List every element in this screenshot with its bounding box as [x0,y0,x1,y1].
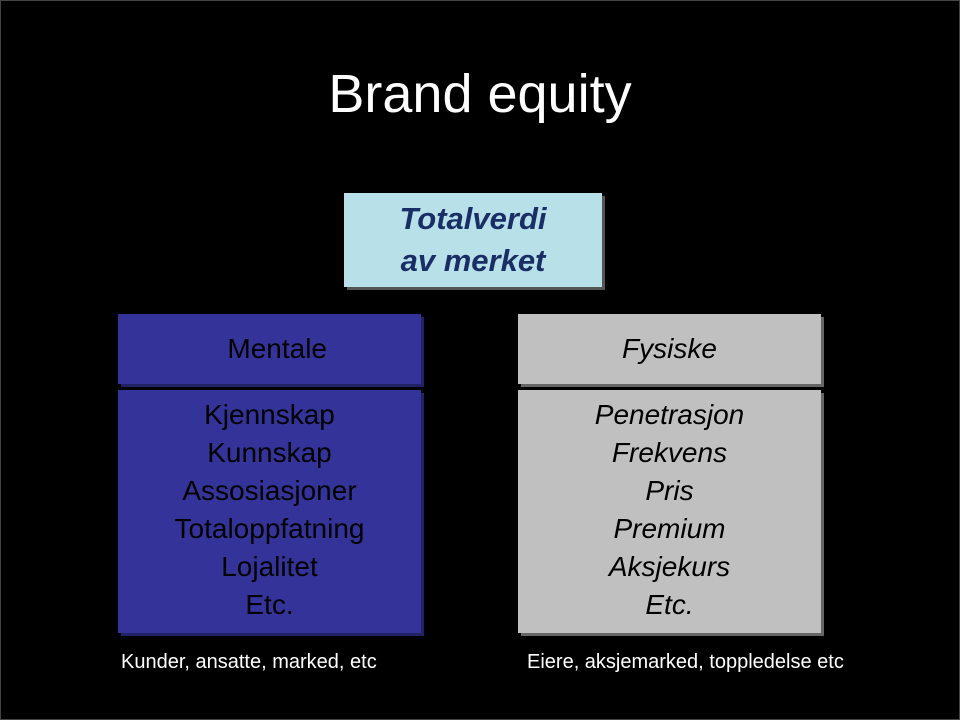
mentale-item: Kunnskap [207,437,332,468]
fysiske-item: Frekvens [611,437,728,468]
slide-title: Brand equity [328,64,632,124]
mentale-item: Totaloppfatning [174,513,365,544]
fysiske-item: Etc. [645,589,694,620]
mentale-list-box: Kjennskap Kunnskap Assosiasjoner Totalop… [118,390,421,633]
total-value-line-2: av merket [400,243,546,278]
fysiske-heading: Fysiske [622,333,717,364]
total-value-line-1: Totalverdi [399,201,547,236]
total-value-box: Totalverdi av merket [344,193,602,287]
mentale-item: Etc. [245,589,294,620]
mentale-item: Lojalitet [221,551,318,582]
fysiske-item: Pris [645,475,694,506]
mentale-heading-box: Mentale [118,314,421,384]
mentale-item: Kjennskap [204,399,335,430]
fysiske-list-box: Penetrasjon Frekvens Pris Premium Aksjek… [518,390,821,633]
fysiske-heading-box: Fysiske [518,314,821,384]
fysiske-item: Premium [613,513,726,544]
mentale-caption: Kunder, ansatte, marked, etc [121,651,377,673]
fysiske-caption: Eiere, aksjemarked, toppledelse etc [527,651,844,673]
mentale-heading: Mentale [227,333,327,364]
fysiske-item: Penetrasjon [594,399,745,430]
fysiske-item: Aksjekurs [608,551,731,582]
mentale-item: Assosiasjoner [182,475,357,506]
